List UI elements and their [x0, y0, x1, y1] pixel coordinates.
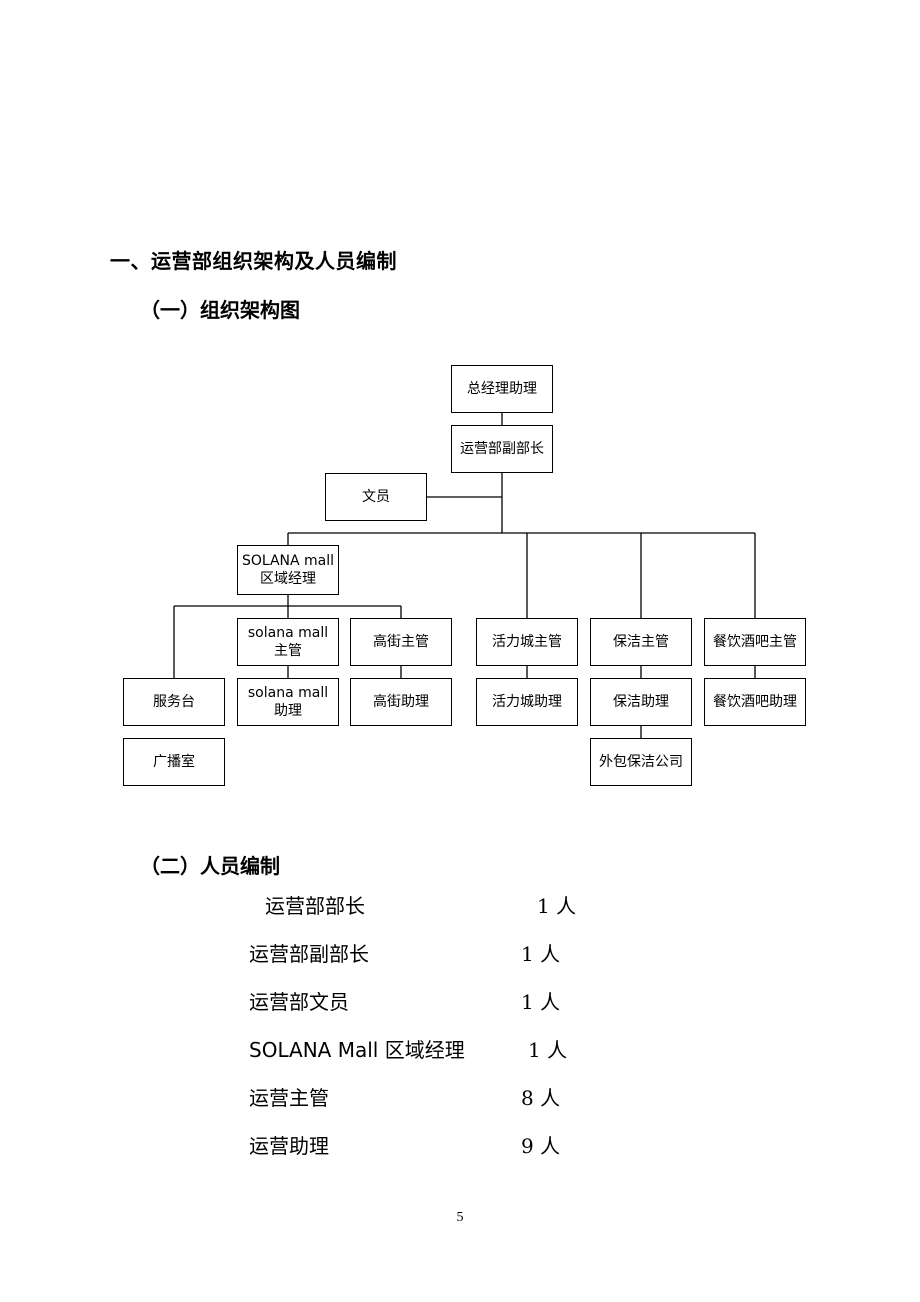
section-heading: 一、运营部组织架构及人员编制: [110, 249, 397, 273]
staff-role: 运营部副部长: [249, 942, 369, 966]
box-solana-supervisor: solana mall 主管: [237, 618, 339, 666]
box-clerk: 文员: [325, 473, 427, 521]
staff-role: 运营部文员: [249, 990, 349, 1014]
box-fnb-bar-assistant: 餐饮酒吧助理: [704, 678, 806, 726]
org-chart-title: （一）组织架构图: [140, 298, 300, 322]
box-fnb-bar-supervisor: 餐饮酒吧主管: [704, 618, 806, 666]
box-solana-area-manager: SOLANA mall 区域经理: [237, 545, 339, 595]
box-outsourced-cleaning: 外包保洁公司: [590, 738, 692, 786]
box-huoli-assistant: 活力城助理: [476, 678, 578, 726]
box-service-desk: 服务台: [123, 678, 225, 726]
box-cleaning-supervisor: 保洁主管: [590, 618, 692, 666]
page-number: 5: [456, 1210, 464, 1225]
box-cleaning-assistant: 保洁助理: [590, 678, 692, 726]
staff-role: 运营部部长: [265, 894, 365, 918]
staff-count: 1 人: [521, 990, 561, 1014]
staffing-title: （二）人员编制: [140, 854, 280, 878]
box-solana-assistant: solana mall 助理: [237, 678, 339, 726]
box-gm-assistant: 总经理助理: [451, 365, 553, 413]
staff-count: 1 人: [537, 894, 577, 918]
box-huoli-supervisor: 活力城主管: [476, 618, 578, 666]
staff-role: 运营主管: [249, 1086, 329, 1110]
staff-role: SOLANA Mall 区域经理: [249, 1038, 465, 1062]
box-high-street-assistant: 高街助理: [350, 678, 452, 726]
staff-count: 1 人: [528, 1038, 568, 1062]
box-high-street-supervisor: 高街主管: [350, 618, 452, 666]
box-deputy-director: 运营部副部长: [451, 425, 553, 473]
staff-count: 8 人: [521, 1086, 561, 1110]
staff-count: 1 人: [521, 942, 561, 966]
staff-role: 运营助理: [249, 1134, 329, 1158]
box-broadcast-room: 广播室: [123, 738, 225, 786]
staff-count: 9 人: [521, 1134, 561, 1158]
